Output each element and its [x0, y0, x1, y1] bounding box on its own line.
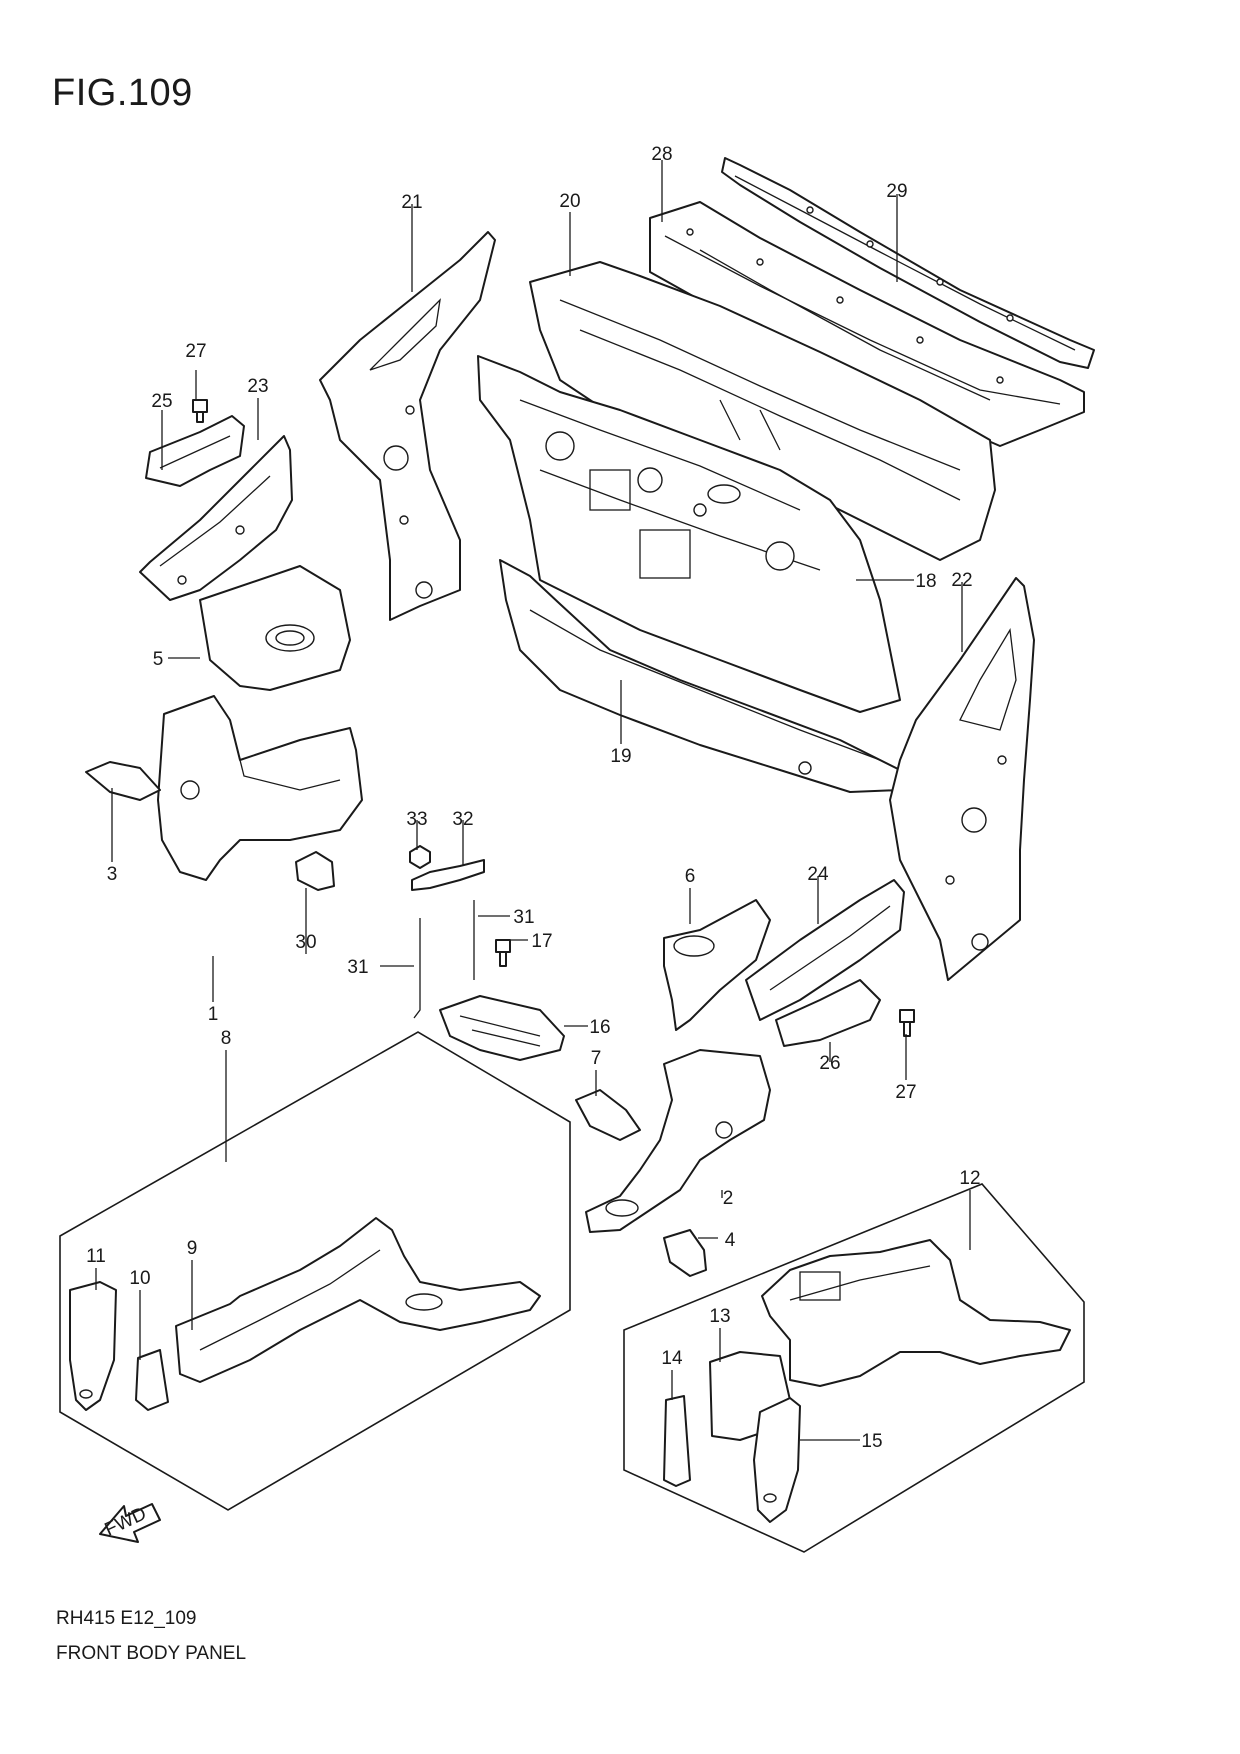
part-10-member-end: [135, 1349, 169, 1411]
callout-7: 7: [591, 1048, 602, 1069]
assembly-box-8: [59, 1031, 571, 1511]
part-9-front-side-member-left: [175, 1217, 541, 1383]
callout-31-right: 31: [513, 907, 534, 928]
callout-19: 19: [610, 746, 631, 767]
fwd-arrow-icon: FWD: [99, 1503, 161, 1543]
callout-3: 3: [107, 864, 118, 885]
part-24-member-extension: [745, 879, 905, 1021]
assembly-box-12: [623, 1183, 1085, 1553]
callout-16: 16: [589, 1017, 610, 1038]
part-7-bracket: [575, 1089, 641, 1141]
part-3-bracket: [85, 761, 161, 801]
part-27-bolt-lower: [899, 1009, 915, 1037]
callout-1: 1: [208, 1004, 219, 1025]
part-23-upper-member: [139, 435, 293, 601]
callout-11: 11: [86, 1246, 106, 1267]
part-5-strut-support: [199, 565, 351, 691]
callout-27-upper: 27: [185, 341, 206, 362]
callout-27-lower: 27: [895, 1082, 916, 1103]
callout-18: 18: [915, 571, 936, 592]
callout-23: 23: [247, 376, 268, 397]
callout-25: 25: [151, 391, 172, 412]
part-30-clip: [295, 851, 335, 891]
callout-5: 5: [153, 649, 164, 670]
part-31-rod-left: [413, 918, 421, 1019]
leader-lines: [95, 160, 971, 1441]
part-32-battery-clamp: [411, 859, 485, 891]
callout-6: 6: [685, 866, 696, 887]
callout-13: 13: [709, 1306, 730, 1327]
callout-9: 9: [187, 1238, 198, 1259]
part-27-bolt-upper: [192, 399, 208, 423]
callout-14: 14: [661, 1348, 683, 1369]
callout-8: 8: [221, 1028, 232, 1049]
part-11-reinforcement: [69, 1281, 117, 1411]
callout-labels: 1 2 3 4 5 6 7 8 9 10 11 12 13 14 15 16 1…: [86, 144, 980, 1452]
callout-33: 33: [406, 809, 427, 830]
part-14-reinforcement-right: [663, 1395, 691, 1487]
part-21-pillar-panel-left: [319, 231, 496, 621]
callout-20: 20: [559, 191, 580, 212]
callout-21: 21: [401, 192, 422, 213]
callout-32: 32: [452, 809, 473, 830]
figure-title: FIG.109: [52, 72, 193, 114]
callout-12: 12: [959, 1168, 980, 1189]
callout-15: 15: [861, 1431, 882, 1452]
callout-28: 28: [651, 144, 672, 165]
callout-22: 22: [951, 570, 972, 591]
callout-26: 26: [819, 1053, 840, 1074]
part-18-dash-panel: [477, 355, 901, 713]
part-26-member-lower: [775, 979, 881, 1047]
part-2-wheel-apron-right: [585, 1049, 771, 1233]
part-6-front-member: [663, 899, 771, 1031]
callout-17: 17: [531, 931, 552, 952]
part-16-battery-tray: [439, 995, 565, 1061]
part-1-wheel-apron-left: [157, 695, 363, 881]
callout-4: 4: [725, 1230, 736, 1251]
part-12-front-side-member-right: [761, 1239, 1071, 1387]
part-28-cowl-top-inner: [649, 201, 1085, 447]
part-25-bracket: [145, 415, 245, 487]
callout-2: 2: [723, 1188, 734, 1209]
part-17-bolt: [495, 939, 511, 967]
figure-code: RH415 E12_109: [56, 1608, 197, 1629]
callout-29: 29: [886, 181, 907, 202]
part-4-bracket: [663, 1229, 707, 1277]
part-22-pillar-panel-right: [889, 577, 1035, 981]
part-33-nut: [409, 845, 431, 869]
callout-31-left: 31: [347, 957, 368, 978]
figure-name: FRONT BODY PANEL: [56, 1643, 247, 1664]
callout-10: 10: [129, 1268, 150, 1289]
part-15-bracket-right: [753, 1397, 801, 1523]
callout-24: 24: [807, 864, 829, 885]
part-29-cowl-top-outer: [721, 157, 1095, 369]
callout-30: 30: [295, 932, 316, 953]
